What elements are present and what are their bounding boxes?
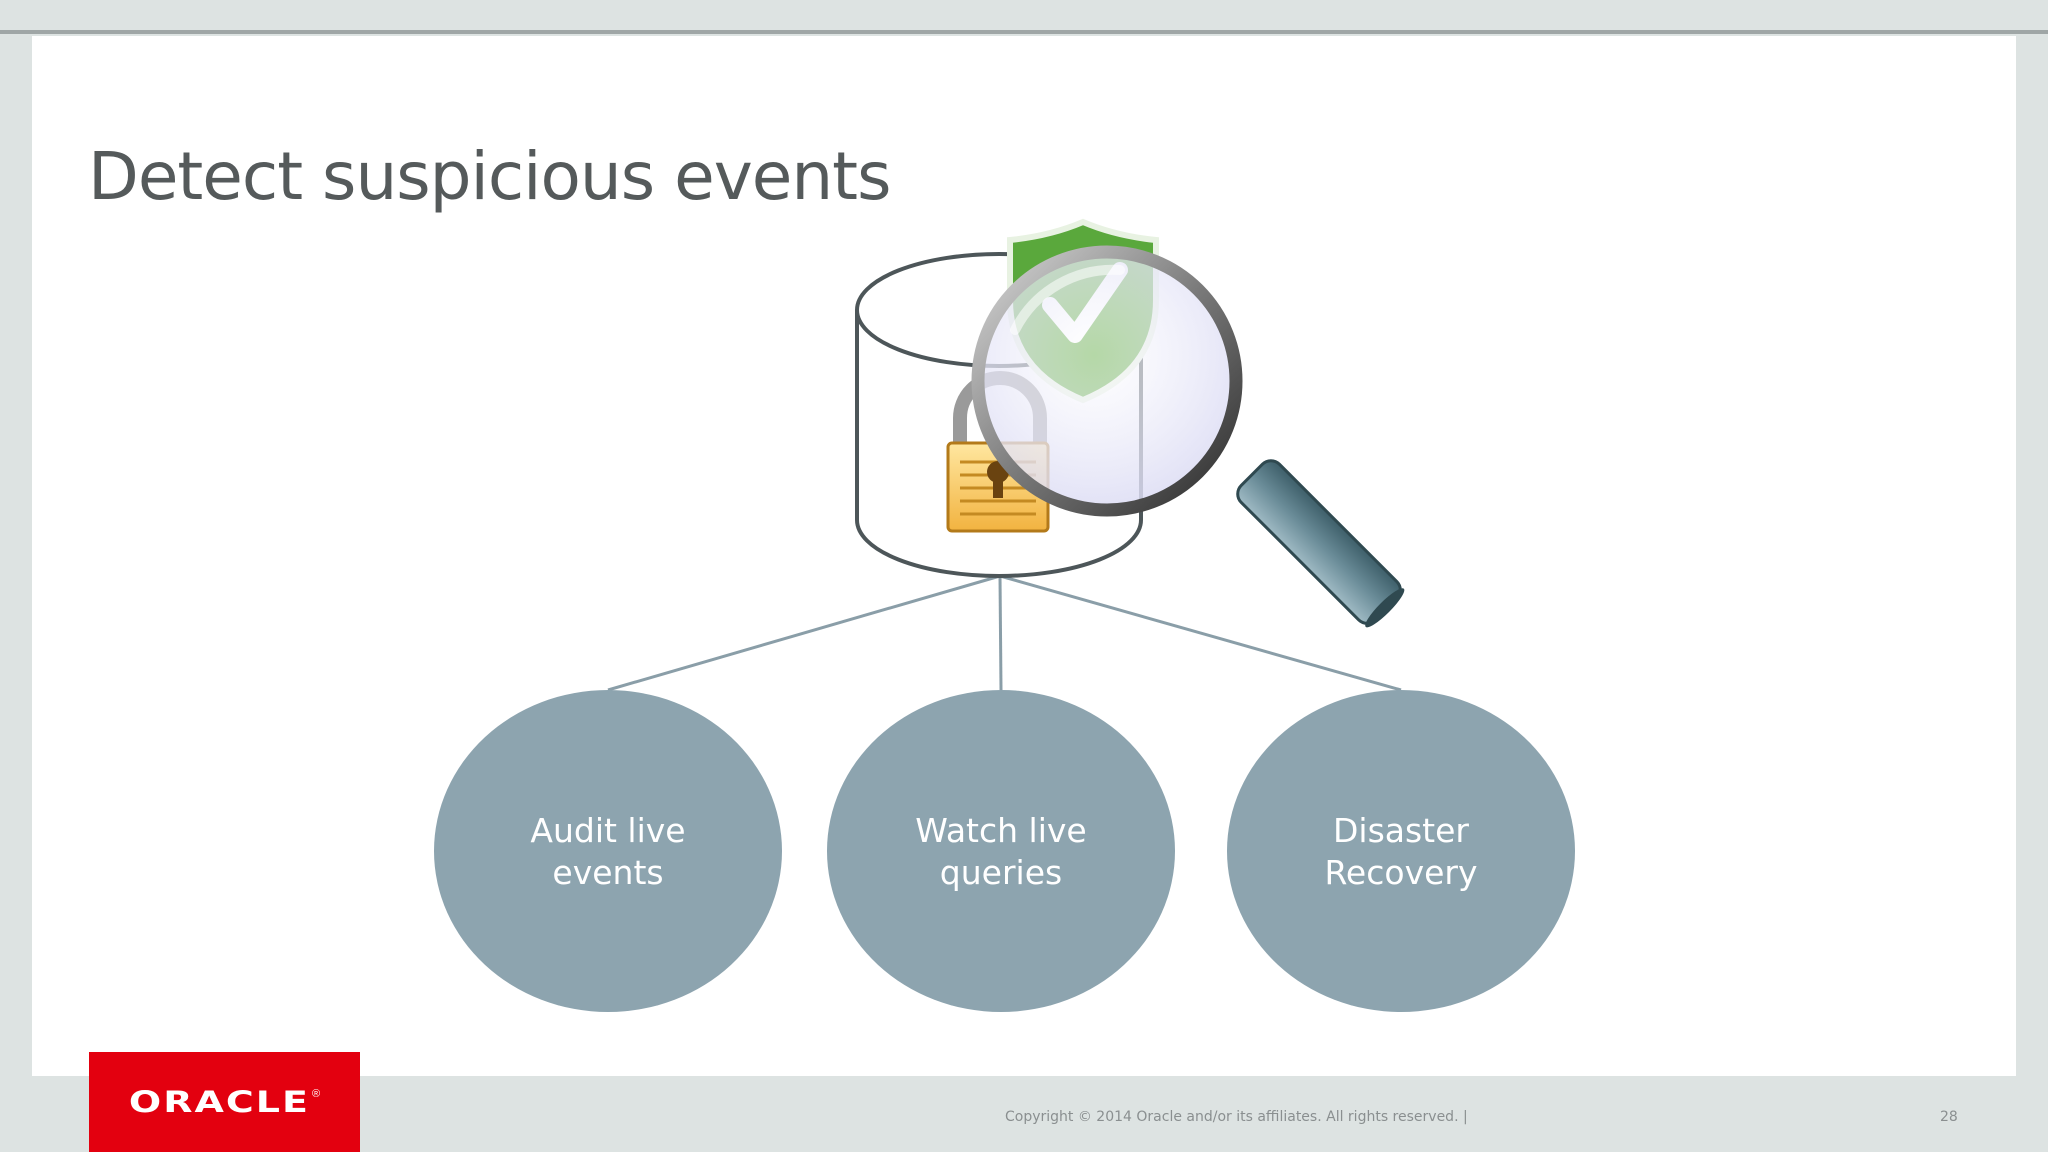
node-label-line1: Disaster xyxy=(1333,811,1469,850)
top-rule xyxy=(0,30,2048,34)
node-watch-live-queries: Watch live queries xyxy=(827,690,1175,1012)
node-label-line1: Audit live xyxy=(530,811,685,850)
oracle-logo-text: ORACLE xyxy=(128,1084,310,1120)
registered-mark: ® xyxy=(311,1088,321,1100)
node-label-line2: Recovery xyxy=(1324,853,1477,892)
connector-right xyxy=(999,574,1402,692)
connector-middle xyxy=(998,575,1003,691)
node-label-line1: Watch live xyxy=(915,811,1086,850)
node-disaster-recovery: Disaster Recovery xyxy=(1227,690,1575,1012)
node-audit-live-events: Audit live events xyxy=(434,690,782,1012)
page-number: 28 xyxy=(1940,1109,1958,1125)
oracle-logo: ORACLE ® xyxy=(89,1052,360,1152)
node-label-line2: queries xyxy=(940,853,1062,892)
node-label-line2: events xyxy=(552,853,663,892)
slide-title: Detect suspicious events xyxy=(88,138,891,215)
connector-left xyxy=(607,574,1001,692)
connector-lines xyxy=(607,574,1402,692)
copyright-notice: Copyright © 2014 Oracle and/or its affil… xyxy=(1005,1109,1468,1125)
magnifier-icon xyxy=(971,245,1405,628)
